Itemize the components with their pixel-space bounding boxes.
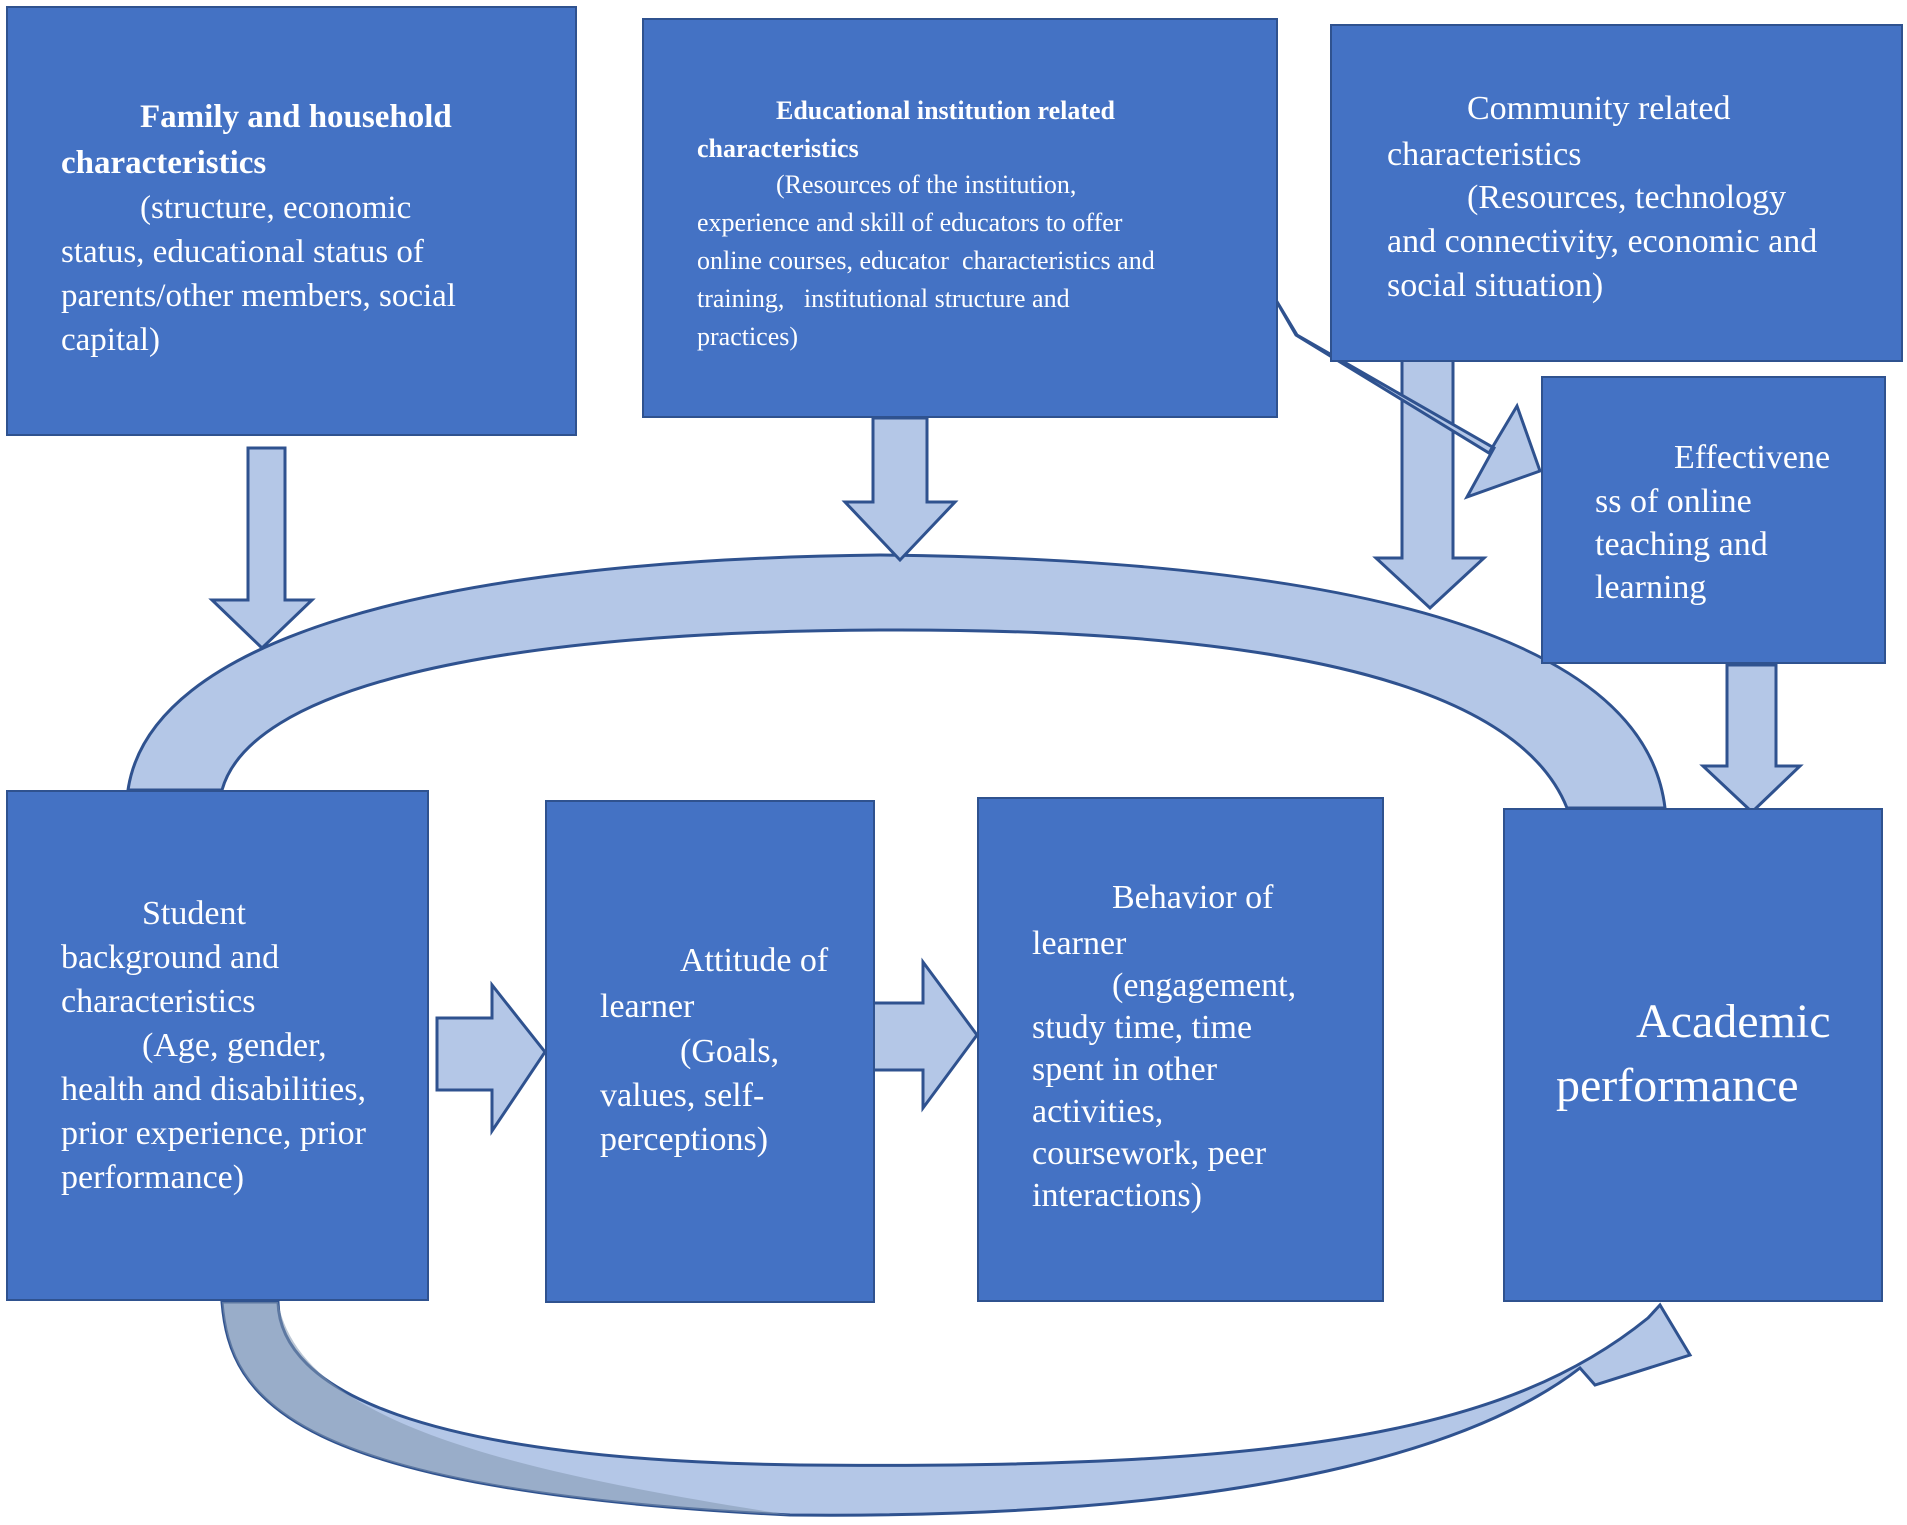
diagonal-arrow-to-effectiveness [1268, 289, 1542, 500]
behavior-line-3: (engagement, [1112, 967, 1297, 1004]
student-line-2: background and [61, 939, 280, 976]
student-to-attitude-arrow [435, 980, 547, 1136]
student-line-7: performance) [61, 1159, 245, 1196]
attitude-line-1: Attitude of [680, 942, 829, 979]
family-body-line-3: parents/other members, social [61, 278, 456, 314]
institution-body-line-5: practices) [697, 322, 799, 351]
family-body-line-2: status, educational status of [61, 234, 424, 270]
institution-box: Educational institution related characte… [642, 18, 1278, 418]
institution-body-line-3: online courses, educator characteristics… [697, 246, 1155, 275]
academic-line-2: performance [1556, 1059, 1799, 1112]
upper-arc-arrow [126, 553, 1667, 810]
family-body-line-4: capital) [61, 322, 160, 358]
effectiveness-box: Effectivene ss of online teaching and le… [1541, 376, 1886, 664]
community-line-3: (Resources, technology [1467, 179, 1787, 216]
community-line-4: and connectivity, economic and [1387, 223, 1818, 260]
community-line-2: characteristics [1387, 136, 1582, 173]
community-down-arrow [1372, 346, 1488, 611]
institution-body-line-4: training, institutional structure and [697, 284, 1070, 313]
student-line-6: prior experience, prior [61, 1115, 366, 1152]
behavior-line-1: Behavior of [1112, 879, 1274, 916]
institution-title-line-1: Educational institution related [776, 96, 1116, 125]
effectiveness-line-2: ss of online [1595, 483, 1752, 520]
attitude-line-2: learner [600, 988, 695, 1025]
behavior-line-4: study time, time [1032, 1009, 1253, 1046]
behavior-line-8: interactions) [1032, 1177, 1202, 1214]
effectiveness-down-arrow [1699, 663, 1804, 815]
family-body-line-1: (structure, economic [140, 190, 412, 226]
attitude-to-behavior-arrow [868, 957, 979, 1113]
attitude-box: Attitude of learner (Goals, values, self… [545, 800, 875, 1303]
student-line-4: (Age, gender, [142, 1027, 327, 1064]
family-down-arrow [208, 446, 316, 651]
behavior-line-6: activities, [1032, 1093, 1164, 1130]
family-title-line-2: characteristics [61, 145, 267, 181]
behavior-line-2: learner [1032, 925, 1127, 962]
student-background-box: Student background and characteristics (… [6, 790, 429, 1301]
effectiveness-line-4: learning [1595, 569, 1707, 606]
effectiveness-line-1: Effectivene [1674, 439, 1831, 476]
family-title-line-1: Family and household [140, 99, 452, 135]
academic-performance-box: Academic performance [1503, 808, 1883, 1302]
behavior-line-5: spent in other [1032, 1051, 1218, 1088]
community-box: Community related characteristics (Resou… [1330, 24, 1903, 362]
attitude-line-5: perceptions) [600, 1121, 769, 1158]
behavior-line-7: coursework, peer [1032, 1135, 1267, 1172]
institution-body-line-1: (Resources of the institution, [776, 170, 1077, 199]
community-line-5: social situation) [1387, 267, 1604, 304]
student-line-1: Student [142, 895, 246, 932]
effectiveness-line-3: teaching and [1595, 526, 1768, 563]
attitude-line-3: (Goals, [680, 1033, 780, 1070]
attitude-line-4: values, self- [600, 1077, 765, 1114]
institution-down-arrow [841, 416, 959, 563]
student-line-3: characteristics [61, 983, 256, 1020]
lower-curved-arrow [220, 1300, 1693, 1517]
behavior-box: Behavior of learner (engagement, study t… [977, 797, 1384, 1302]
academic-line-1: Academic [1636, 995, 1831, 1048]
community-line-1: Community related [1467, 90, 1731, 127]
institution-title-line-2: characteristics [697, 134, 859, 163]
family-household-box: Family and household characteristics (st… [6, 6, 577, 436]
student-line-5: health and disabilities, [61, 1071, 366, 1108]
institution-body-line-2: experience and skill of educators to off… [697, 208, 1123, 237]
